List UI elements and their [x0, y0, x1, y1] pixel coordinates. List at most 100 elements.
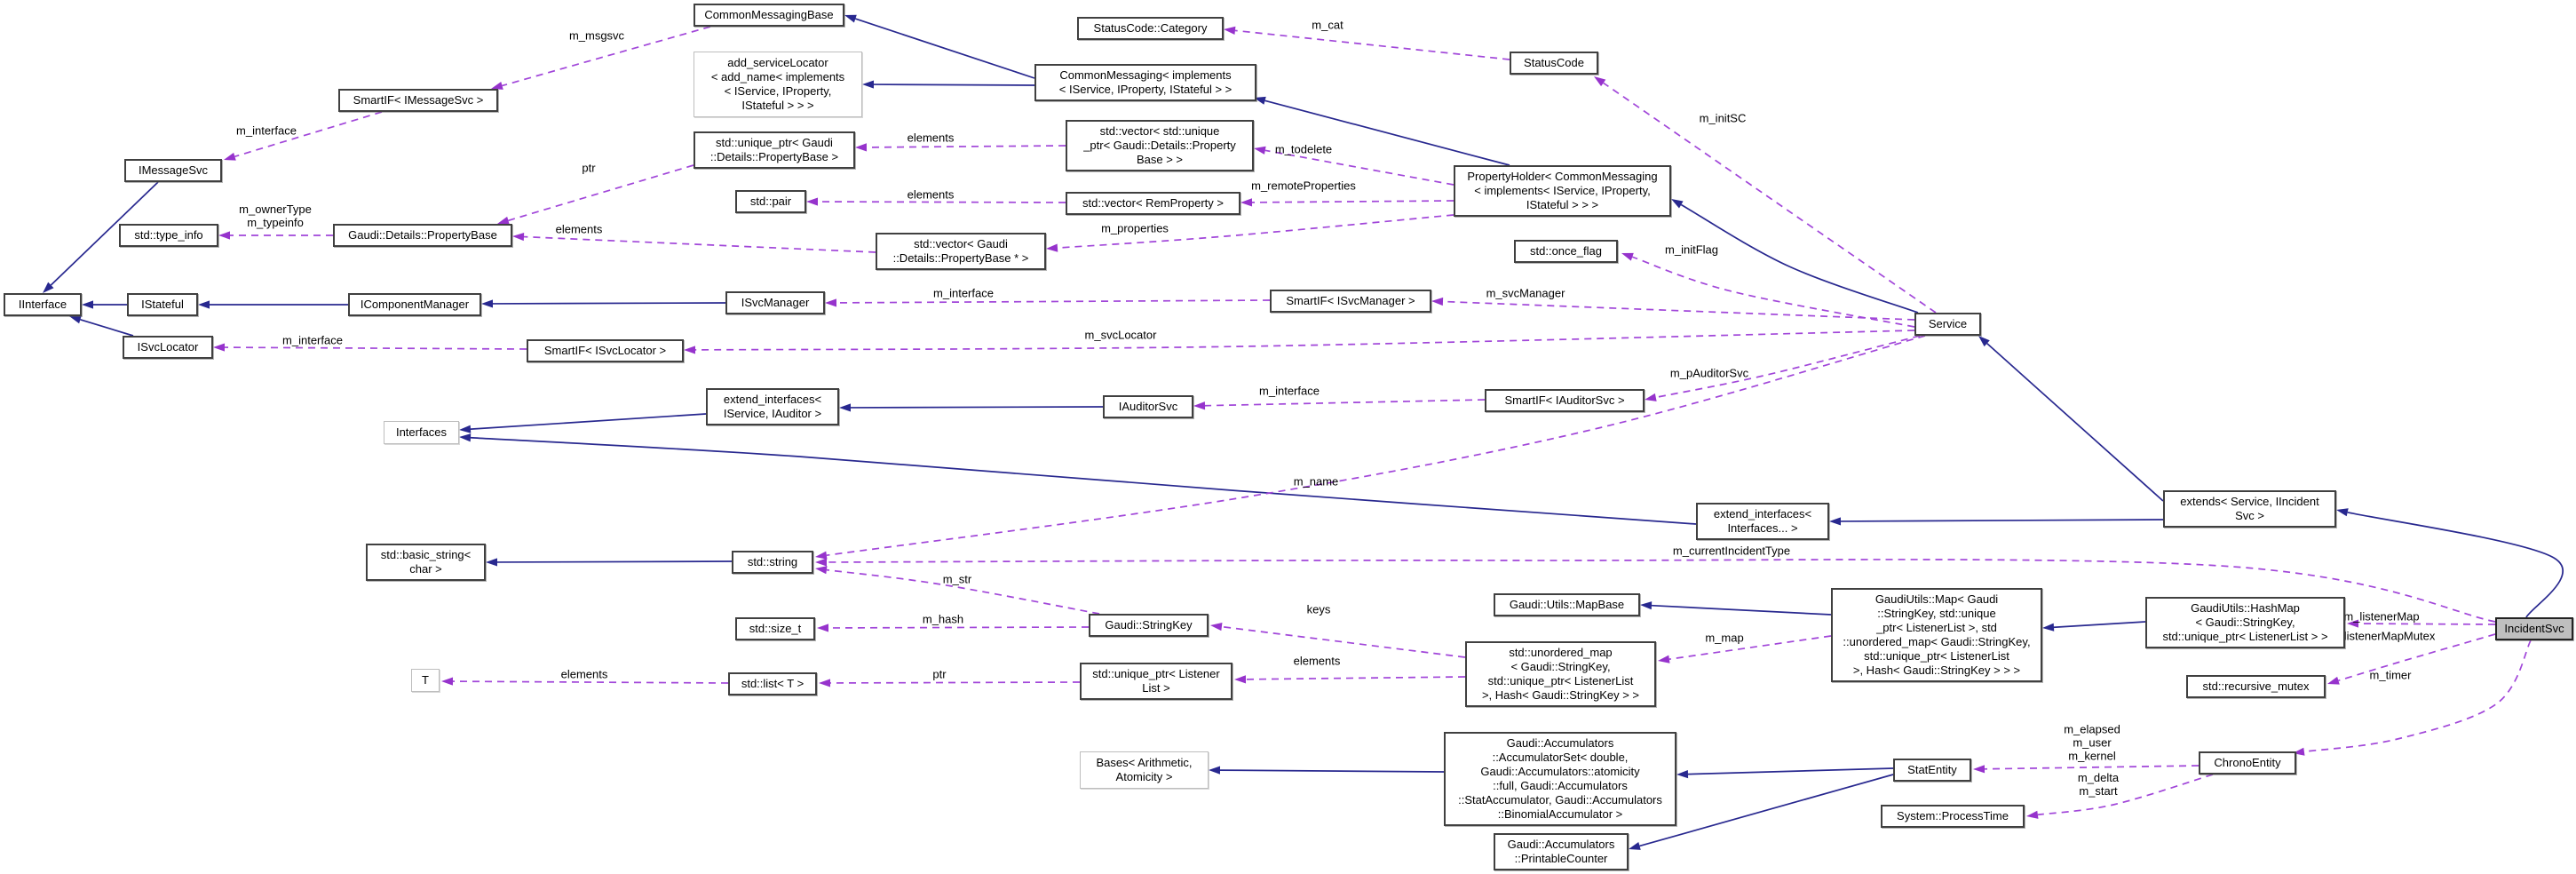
node-isvclocator[interactable]: ISvcLocator: [123, 336, 213, 359]
node-once-flag[interactable]: std::once_flag: [1514, 240, 1618, 263]
node-label-line: ::full, Gaudi::Accumulators: [1493, 779, 1628, 792]
node-label-line: IMessageSvc: [138, 163, 209, 177]
arrowhead-usage-m-initflag: [1621, 252, 1634, 261]
arrowhead-usage-m-initsc: [1594, 76, 1606, 87]
node-statuscode[interactable]: StatusCode: [1510, 52, 1598, 75]
node-size-t[interactable]: std::size_t: [735, 617, 815, 640]
edge-usage-m-name: [826, 335, 1926, 557]
node-vector-propertybase-ptr[interactable]: std::vector< Gaudi::Details::PropertyBas…: [876, 233, 1046, 270]
node-label-line: IStateful > > >: [741, 99, 814, 112]
node-smartif-imessagesvc[interactable]: SmartIF< IMessageSvc >: [338, 89, 498, 112]
node-label-line: SmartIF< ISvcLocator >: [543, 344, 667, 357]
node-label-line: ISvcLocator: [137, 340, 199, 354]
node-vector-unique-ptr-propertybase[interactable]: std::vector< std::unique_ptr< Gaudi::Det…: [1066, 120, 1254, 171]
node-istateful[interactable]: IStateful: [127, 293, 198, 316]
node-iinterface[interactable]: IInterface: [4, 293, 82, 316]
node-label-line: ::PrintableCounter: [1514, 852, 1608, 865]
edge-inherit-accumulatorset-bases: [1219, 769, 1445, 773]
node-incident-svc[interactable]: IncidentSvc: [2495, 617, 2573, 640]
node-label-line: CommonMessaging< implements: [1059, 68, 1232, 82]
node-label-line: < Gaudi::StringKey,: [1510, 660, 1611, 673]
node-label-line: SmartIF< ISvcManager >: [1286, 294, 1415, 307]
node-string[interactable]: std::string: [732, 551, 813, 574]
node-process-time[interactable]: System::ProcessTime: [1881, 805, 2025, 828]
node-list-t[interactable]: std::list< T >: [728, 672, 817, 695]
node-label-line: std::vector< Gaudi: [914, 237, 1008, 250]
arrowhead-inherit-string-basicstring: [486, 558, 498, 567]
node-unordered-map[interactable]: std::unordered_map< Gaudi::StringKey,std…: [1465, 641, 1656, 707]
node-label-line: ::AccumulatorSet< double,: [1492, 751, 1629, 764]
arrowhead-usage-m-properties: [1046, 243, 1058, 252]
edge-usage-m-properties: [1057, 214, 1454, 249]
node-label-line: std::unique_ptr< ListenerList: [1864, 649, 2009, 663]
node-imessagesvc[interactable]: IMessageSvc: [124, 159, 222, 182]
arrowhead-inherit-isvclocator-iinterface: [69, 315, 82, 324]
edge-usage-m-listenermapmutex: [2338, 633, 2496, 682]
arrowhead-usage-elements-listenerlist: [1234, 675, 1247, 684]
node-label-line: add_serviceLocator: [727, 56, 828, 69]
node-label-line: std::unique_ptr< Gaudi: [716, 136, 833, 149]
node-pair[interactable]: std::pair: [735, 190, 806, 213]
node-unique-ptr-propertybase[interactable]: std::unique_ptr< Gaudi::Details::Propert…: [694, 131, 855, 169]
arrowhead-usage-elements-list-t: [441, 677, 454, 686]
node-accumulator-set[interactable]: Gaudi::Accumulators::AccumulatorSet< dou…: [1444, 732, 1676, 826]
node-vector-remproperty[interactable]: std::vector< RemProperty >: [1066, 192, 1240, 215]
node-label-line: ::StringKey, std::unique: [1877, 607, 1996, 620]
node-iauditorsvc[interactable]: IAuditorSvc: [1103, 395, 1193, 418]
arrowhead-usage-m-interface-imessagesvc: [224, 152, 236, 161]
node-statuscode-category[interactable]: StatusCode::Category: [1077, 17, 1224, 40]
node-propertybase[interactable]: Gaudi::Details::PropertyBase: [333, 224, 512, 247]
node-icomponentmanager[interactable]: IComponentManager: [348, 293, 481, 316]
node-gaudiutils-map[interactable]: GaudiUtils::Map< Gaudi::StringKey, std::…: [1831, 588, 2042, 682]
node-label-line: Bases< Arithmetic,: [1096, 756, 1193, 769]
node-basic-string[interactable]: std::basic_string<char >: [366, 544, 486, 581]
node-extend-interfaces-iservice-iauditor[interactable]: extend_interfaces<IService, IAuditor >: [706, 388, 839, 425]
node-common-messaging-base[interactable]: CommonMessagingBase: [694, 4, 844, 27]
node-label-line: std::vector< std::unique: [1099, 124, 1220, 138]
arrowhead-usage-m-currentincidenttype: [815, 558, 828, 567]
node-common-messaging[interactable]: CommonMessaging< implements< IService, I…: [1034, 64, 1256, 101]
node-label-line: < Gaudi::StringKey,: [2195, 616, 2295, 629]
arrowhead-inherit-statentity-accumulatorset: [1676, 770, 1689, 779]
node-label-line: >, Hash< Gaudi::StringKey > >: [1481, 688, 1640, 702]
arrowhead-inherit-iauditorsvc-extendinterfaces: [839, 403, 852, 412]
node-label-line: ::Details::PropertyBase >: [709, 150, 839, 163]
node-stringkey[interactable]: Gaudi::StringKey: [1089, 614, 1209, 637]
node-property-holder[interactable]: PropertyHolder< CommonMessaging< impleme…: [1454, 165, 1671, 217]
node-label-line: extend_interfaces<: [1713, 507, 1812, 520]
node-service[interactable]: Service: [1914, 313, 1981, 336]
node-recursive-mutex[interactable]: std::recursive_mutex: [2186, 675, 2326, 698]
arrowhead-usage-keys: [1210, 623, 1223, 632]
node-label-line: std::pair: [749, 195, 792, 208]
node-label-line: ::BinomialAccumulator >: [1497, 807, 1623, 821]
node-label-line: Gaudi::Accumulators::atomicity: [1480, 765, 1640, 778]
edge-inherit-statentity-accumulatorset: [1687, 767, 1894, 775]
node-type-info[interactable]: std::type_info: [119, 224, 218, 247]
node-label-line: CommonMessagingBase: [704, 8, 834, 21]
node-gaudiutils-hashmap[interactable]: GaudiUtils::HashMap< Gaudi::StringKey,st…: [2145, 597, 2345, 648]
edge-inherit-extendinterfacesvariadic-interfaces: [470, 436, 1697, 525]
node-smartif-iauditorsvc[interactable]: SmartIF< IAuditorSvc >: [1485, 389, 1645, 412]
node-label-line: >, Hash< Gaudi::StringKey > > >: [1852, 663, 2021, 677]
node-label-line: Gaudi::Accumulators: [1507, 838, 1615, 851]
node-label-line: < IService, IProperty,: [724, 84, 832, 98]
node-chrono-entity[interactable]: ChronoEntity: [2199, 751, 2296, 775]
node-smartif-isvclocator[interactable]: SmartIF< ISvcLocator >: [527, 339, 684, 362]
arrowhead-usage-m-ownertype-typeinfo: [218, 231, 230, 240]
node-extend-interfaces-variadic[interactable]: extend_interfaces<Interfaces... >: [1696, 503, 1829, 540]
node-isvcmanager[interactable]: ISvcManager: [725, 291, 825, 314]
node-mapbase[interactable]: Gaudi::Utils::MapBase: [1494, 593, 1640, 616]
node-stat-entity[interactable]: StatEntity: [1893, 759, 1971, 782]
arrowhead-usage-elements-vector-remproperty: [806, 197, 819, 206]
node-printable-counter[interactable]: Gaudi::Accumulators::PrintableCounter: [1494, 833, 1629, 870]
node-label-line: GaudiUtils::Map< Gaudi: [1875, 592, 1999, 606]
arrowhead-usage-m-svcmanager: [1431, 297, 1444, 306]
edge-usage-m-svcmanager: [1442, 300, 1915, 321]
node-label-line: Gaudi::Details::PropertyBase: [348, 228, 497, 242]
node-smartif-isvcmanager[interactable]: SmartIF< ISvcManager >: [1270, 290, 1431, 313]
arrowhead-usage-m-map: [1658, 655, 1670, 663]
arrowhead-usage-m-cat: [1224, 26, 1236, 35]
